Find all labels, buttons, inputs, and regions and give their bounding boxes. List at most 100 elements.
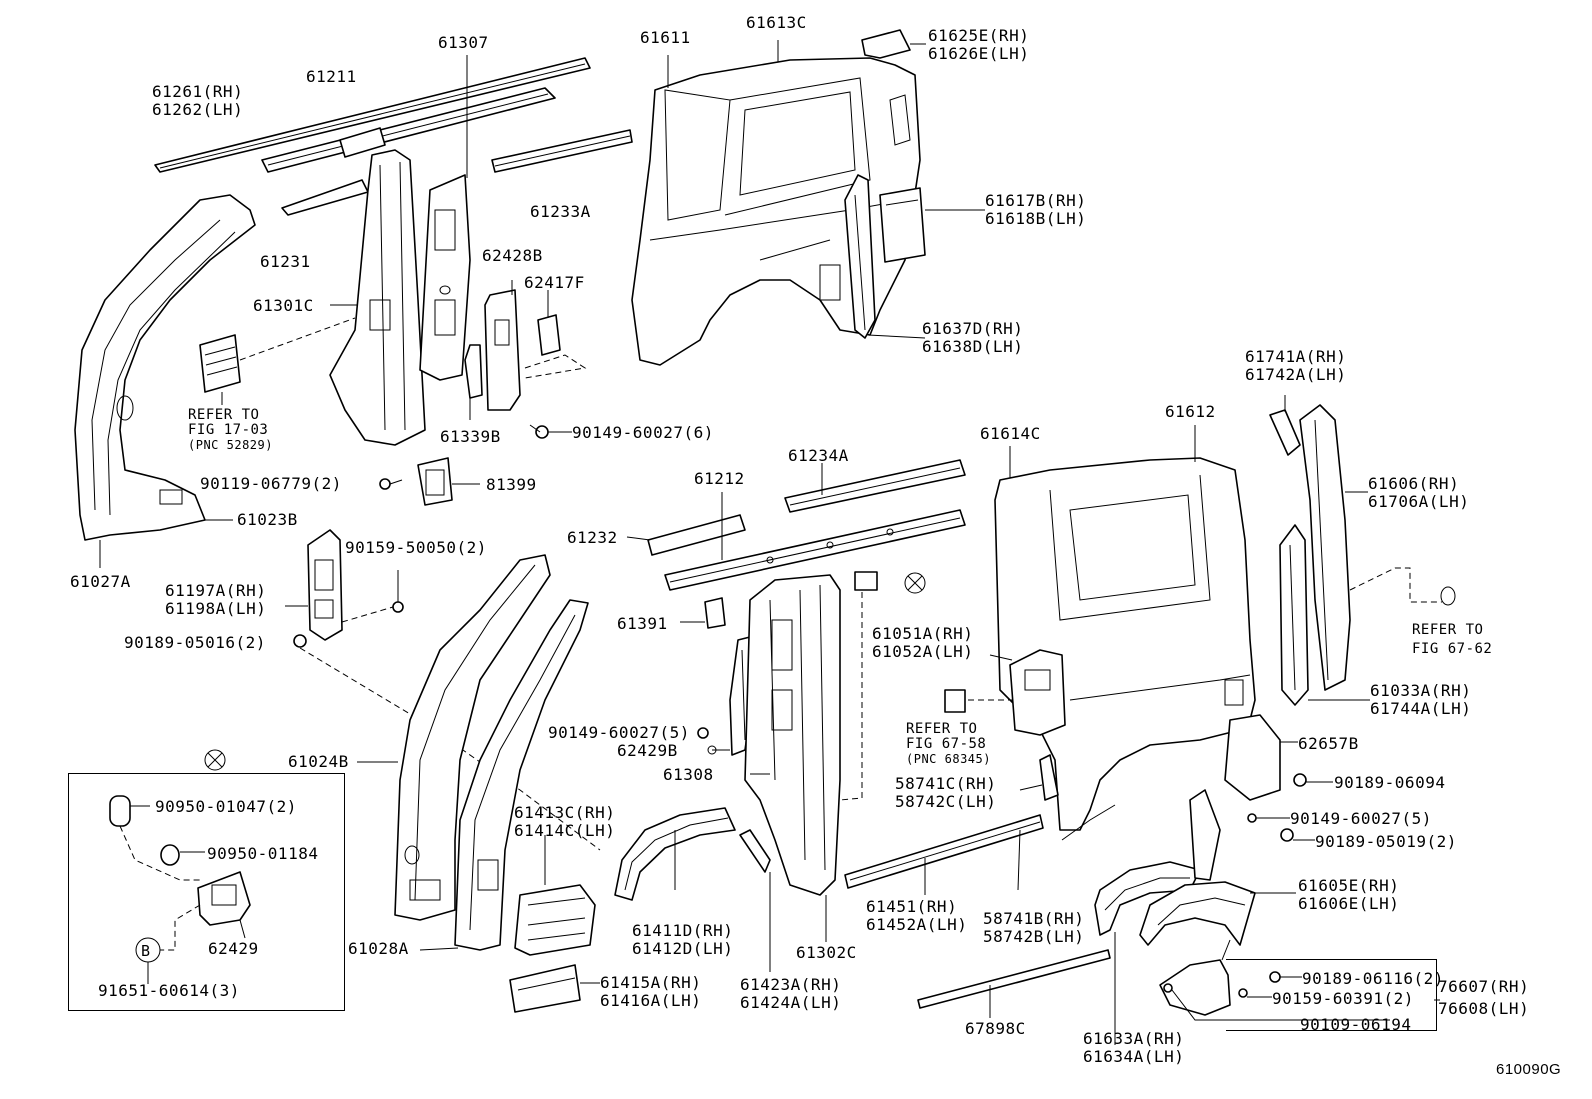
part-61617B-panel (879, 187, 926, 263)
part-61197A-bracket (307, 529, 343, 641)
screw-90159-60391 (1238, 988, 1248, 998)
part-61391-plug (704, 597, 726, 629)
label-61611: 61611 (640, 28, 691, 47)
part-61413C-bracket (514, 884, 596, 956)
clip-90189-06094 (1293, 773, 1307, 787)
label-61302C: 61302C (796, 943, 857, 962)
label-61614C: 61614C (980, 424, 1041, 443)
diagram-id: 610090G (1496, 1061, 1562, 1078)
label-61605E: 61605E(RH)61606E(LH) (1298, 876, 1400, 913)
label-61617B: 61617B(RH)61618B(LH) (985, 191, 1087, 228)
label-61391: 61391 (617, 614, 668, 633)
part-61028A-pillar-inner (454, 599, 589, 951)
part-61415A-step (509, 964, 581, 1013)
label-61339B: 61339B (440, 427, 501, 446)
label-61028A: 61028A (348, 939, 409, 958)
label-58741B: 58741B(RH)58742B(LH) (983, 909, 1085, 946)
label-62429B: 62429B (617, 741, 678, 760)
label-61413C: 61413C(RH)61414C(LH) (514, 803, 616, 840)
label-61033A: 61033A(RH)61744A(LH) (1370, 681, 1472, 718)
clip-90189-05019 (1280, 828, 1294, 842)
label-90950-01184: 90950-01184 (207, 844, 319, 863)
label-90159-60391: 90159-60391(2) (1272, 989, 1414, 1008)
screw-90109-06194 (1163, 983, 1173, 993)
label-90189-05016: 90189-05016(2) (124, 633, 266, 652)
label-61024B: 61024B (288, 752, 349, 771)
label-61197A: 61197A(RH)61198A(LH) (165, 581, 267, 618)
part-61261-roof-rail-strip (154, 57, 591, 173)
part-61307-pillar-inner (419, 174, 471, 381)
label-61023B: 61023B (237, 510, 298, 529)
label-90159-50050: 90159-50050(2) (345, 538, 487, 557)
label-61211: 61211 (306, 67, 357, 86)
label-61612: 61612 (1165, 402, 1216, 421)
label-61051A: 61051A(RH)61052A(LH) (872, 624, 974, 661)
label-76607: 76607(RH)76608(LH) (1438, 977, 1530, 1018)
clip-90189-05016 (293, 634, 307, 648)
label-62657B: 62657B (1298, 734, 1359, 753)
part-refer-plug-6762 (1440, 586, 1456, 606)
label-61231: 61231 (260, 252, 311, 271)
label-61261: 61261(RH)61262(LH) (152, 82, 244, 119)
label-90109-06194: 90109-06194 (1300, 1015, 1412, 1034)
part-61451-rocker-panel (844, 814, 1044, 889)
label-62417F: 62417F (524, 273, 585, 292)
bolt-90149-5b (1247, 813, 1257, 823)
bolt-90149-5a (697, 727, 709, 739)
label-61212: 61212 (694, 469, 745, 488)
label-90149-60027-5b: 90149-60027(5) (1290, 809, 1432, 828)
part-61233A-rail-reinforcement (491, 129, 633, 173)
label-61633A: 61633A(RH)61634A(LH) (1083, 1029, 1185, 1066)
label-61027A: 61027A (70, 572, 131, 591)
part-61234A-rail (784, 459, 966, 513)
part-61612-quarter-panel (994, 457, 1256, 841)
label-90189-06116: 90189-06116(2) (1302, 969, 1444, 988)
label-61625E: 61625E(RH)61626E(LH) (928, 26, 1030, 63)
part-90950-01184-plug (160, 844, 180, 866)
label-61234A: 61234A (788, 446, 849, 465)
part-61212-rail (664, 509, 966, 591)
label-90189-06094: 90189-06094 (1334, 773, 1446, 792)
label-90149-60027-5a: 90149-60027(5) (548, 723, 690, 742)
bolt-90159-50050 (392, 570, 404, 613)
cross-symbol-1 (904, 572, 926, 594)
part-61605E-wheel-liner (1139, 789, 1256, 946)
label-61741A: 61741A(RH)61742A(LH) (1245, 347, 1347, 384)
part-62657B-bracket (1224, 714, 1281, 801)
label-61411D: 61411D(RH)61412D(LH) (632, 921, 734, 958)
part-61302C-center-pillar (744, 574, 841, 896)
part-61024B-body-pillar (394, 554, 551, 921)
label-62428B: 62428B (482, 246, 543, 265)
part-58741C-piece (1039, 754, 1059, 801)
label-61637D: 61637D(RH)61638D(LH) (922, 319, 1024, 356)
part-76607-mudflap (1159, 939, 1231, 1016)
bolt-90149-6 (529, 424, 549, 439)
part-61051A-bracket (1009, 649, 1066, 736)
part-61741A-bracket (1269, 409, 1301, 456)
label-81399: 81399 (486, 475, 537, 494)
part-61606-pillar (1299, 404, 1351, 691)
label-90950-01047: 90950-01047(2) (155, 797, 297, 816)
detail-inset-frame (68, 773, 345, 1011)
label-61308: 61308 (663, 765, 714, 784)
part-81399-grommet (417, 457, 453, 506)
part-61423A-bracket (739, 829, 771, 873)
mudflap-group-bracket (1226, 959, 1437, 1031)
label-62429: 62429 (208, 939, 259, 958)
label-67898C: 67898C (965, 1019, 1026, 1038)
part-61411D-wheel-arch (614, 807, 736, 901)
label-61232: 61232 (567, 528, 618, 547)
part-61611-quarter-panel (631, 57, 921, 366)
label-90119-06779: 90119-06779(2) (200, 474, 342, 493)
label-61451: 61451(RH)61452A(LH) (866, 897, 968, 934)
label-61301C: 61301C (253, 296, 314, 315)
cross-symbol-inset (204, 749, 226, 771)
label-61233A: 61233A (530, 202, 591, 221)
part-refer-plug-68345 (944, 689, 966, 713)
label-91651-60614: 91651-60614(3) (98, 981, 240, 1000)
label-90189-05019: 90189-05019(2) (1315, 832, 1457, 851)
